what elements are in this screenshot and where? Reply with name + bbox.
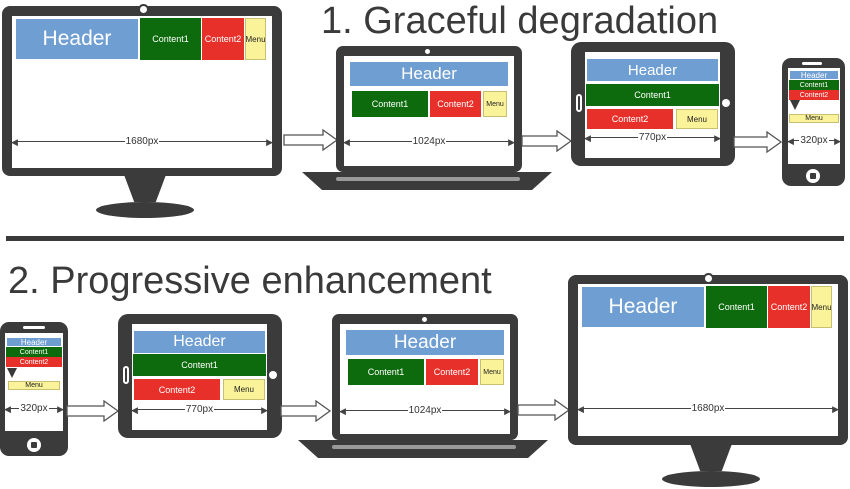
width-dimension: ◀▶ 320px xyxy=(788,135,840,146)
content1-block: Content1 xyxy=(140,18,201,60)
width-label: 320px xyxy=(799,135,829,146)
content1-block: Content1 xyxy=(706,286,767,328)
phone-speaker xyxy=(23,326,45,329)
content2-block: Content2 xyxy=(768,286,810,328)
graceful-degradation-title: 1. Graceful degradation xyxy=(321,0,719,42)
monitor-screen: Header Content1 Content2 Menu ◀▶ 1680px xyxy=(578,284,838,436)
laptop-keyboard-base xyxy=(298,440,548,458)
laptop-screen: Header Content1 Content2 Menu ◀▶ 1024px xyxy=(340,324,510,434)
menu-block: Menu xyxy=(811,286,832,328)
width-label: 1024px xyxy=(407,405,443,416)
camera-dot xyxy=(424,48,431,55)
phone-screen: Header Content1 Content2 Menu ◀▶ 320px xyxy=(5,333,63,431)
width-dimension: ◀▶ 1024px xyxy=(344,136,514,147)
header-block: Header xyxy=(133,330,266,354)
right-arrow-icon xyxy=(66,400,120,422)
content2-block: Content2 xyxy=(789,90,839,100)
content1-block: Content1 xyxy=(586,84,719,106)
laptop-screen: Header Content1 Content2 Menu ◀▶ 1024px xyxy=(344,56,514,166)
right-arrow-icon xyxy=(283,129,339,151)
phone-speaker xyxy=(802,62,822,65)
width-label: 1680px xyxy=(124,136,160,147)
header-block: Header xyxy=(789,70,839,80)
menu-block: Menu xyxy=(789,114,839,123)
home-button-glyph xyxy=(31,442,37,448)
width-dimension: ◀▶ 770px xyxy=(132,404,267,415)
width-dimension: ◀▶ 1680px xyxy=(578,403,838,414)
header-block: Header xyxy=(581,286,705,328)
right-arrow-icon xyxy=(517,399,571,421)
content1-block: Content1 xyxy=(789,80,839,90)
section-divider xyxy=(6,236,844,241)
width-dimension: ◀▶ 1024px xyxy=(340,405,510,416)
tablet-camera xyxy=(722,99,730,107)
monitor-base xyxy=(662,471,760,487)
width-dimension: ◀▶ 770px xyxy=(585,132,720,143)
content1-block: Content1 xyxy=(348,359,424,385)
laptop-keyboard-base xyxy=(302,172,552,190)
width-dimension: ◀▶ 1680px xyxy=(12,136,272,147)
monitor-neck xyxy=(690,445,732,471)
header-block: Header xyxy=(15,18,139,60)
content2-block: Content2 xyxy=(202,18,244,60)
laptop-hinge xyxy=(336,177,520,181)
tablet-screen: Header Content1 Content2 Menu ◀▶ 770px xyxy=(132,324,267,430)
tablet-button xyxy=(123,366,129,384)
width-label: 1680px xyxy=(690,403,726,414)
home-button-glyph xyxy=(810,173,816,179)
menu-toggle-arrow-icon xyxy=(790,100,800,110)
progressive-enhancement-title: 2. Progressive enhancement xyxy=(8,260,492,302)
monitor-screen: Header Content1 Content2 Menu ◀▶ 1680px xyxy=(12,16,272,168)
menu-block: Menu xyxy=(245,18,266,60)
camera-dot xyxy=(703,273,714,284)
width-label: 320px xyxy=(19,403,49,414)
header-block: Header xyxy=(6,337,62,347)
tablet-button xyxy=(576,94,582,112)
monitor-neck xyxy=(124,176,166,202)
width-label: 770px xyxy=(184,404,215,415)
right-arrow-icon xyxy=(733,131,783,153)
monitor-base xyxy=(96,202,194,218)
menu-block: Menu xyxy=(223,379,265,400)
content1-block: Content1 xyxy=(352,91,428,117)
content1-block: Content1 xyxy=(133,354,266,376)
content2-block: Content2 xyxy=(430,91,481,117)
camera-dot xyxy=(138,4,149,15)
content1-block: Content1 xyxy=(6,347,62,357)
content2-block: Content2 xyxy=(426,359,478,385)
header-block: Header xyxy=(345,329,505,356)
tablet-camera xyxy=(269,371,277,379)
content2-block: Content2 xyxy=(6,357,62,367)
width-label: 1024px xyxy=(411,136,447,147)
header-block: Header xyxy=(586,58,719,82)
width-dimension: ◀▶ 320px xyxy=(5,403,63,414)
right-arrow-icon xyxy=(521,130,573,152)
right-arrow-icon xyxy=(280,400,332,422)
content2-block: Content2 xyxy=(587,109,673,129)
menu-block: Menu xyxy=(480,359,504,385)
tablet-screen: Header Content1 Content2 Menu ◀▶ 770px xyxy=(585,52,720,158)
laptop-hinge xyxy=(332,445,516,449)
width-label: 770px xyxy=(637,132,668,143)
header-block: Header xyxy=(349,61,509,87)
menu-block: Menu xyxy=(676,109,718,129)
phone-screen: Header Content1 Content2 Menu ◀▶ 320px xyxy=(788,68,840,164)
menu-block: Menu xyxy=(483,91,507,117)
menu-block: Menu xyxy=(8,381,60,390)
menu-toggle-arrow-icon xyxy=(7,368,17,378)
camera-dot xyxy=(421,316,428,323)
content2-block: Content2 xyxy=(134,379,220,400)
